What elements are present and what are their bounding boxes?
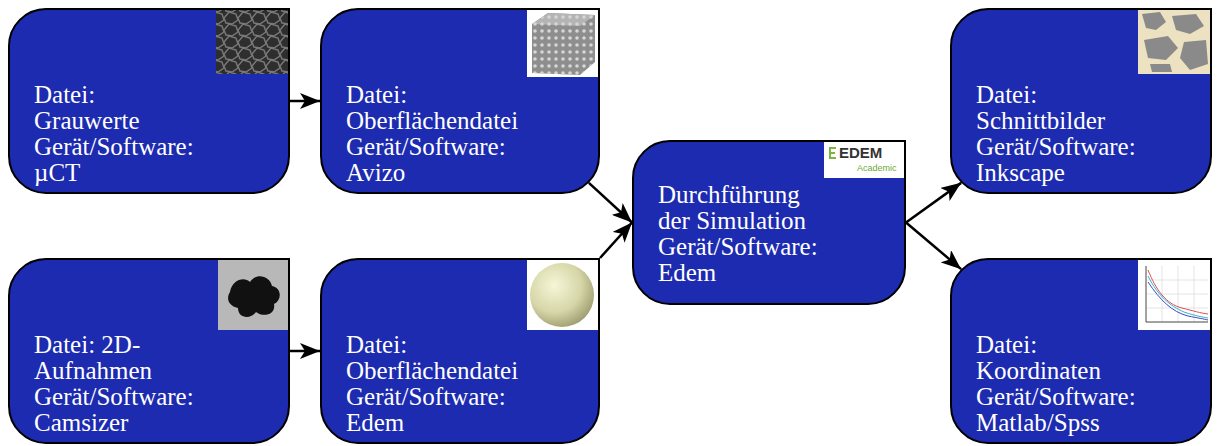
edem-logo	[824, 142, 904, 178]
porous-cube-pores	[532, 13, 595, 75]
process-box: Datei: SchnittbilderGerät/Software: Inks…	[950, 8, 1212, 194]
plot-curve	[1148, 276, 1208, 318]
logo-ground	[824, 142, 904, 178]
box-text: Datei: 2D-Aufnahmen	[34, 332, 152, 384]
box-text: Gerät/Software: Edem	[658, 234, 828, 286]
process-box: Datei: GrauwerteGerät/Software: µCT	[8, 8, 290, 194]
process-box: Datei: OberflächendateiGerät/Software: E…	[320, 258, 600, 444]
section-shape	[1180, 40, 1208, 70]
flow-arrow	[589, 183, 632, 223]
ct-image-thumbnail	[216, 10, 288, 74]
thumbnail-ground	[1138, 260, 1210, 330]
box-text: Gerät/Software: Matlab/Spss	[976, 384, 1136, 436]
box-text: Gerät/Software: µCT	[34, 134, 194, 186]
particle-silhouette	[228, 276, 280, 317]
particle-image-thumbnail	[218, 260, 288, 330]
section-shape	[1142, 12, 1166, 30]
surface-model-thumbnail	[527, 10, 598, 77]
flow-arrow	[290, 350, 320, 353]
sphere	[530, 263, 594, 327]
box-text: Gerät/Software: Camsizer	[34, 384, 194, 436]
plot-thumbnail	[1138, 260, 1210, 330]
plot-axes	[1146, 266, 1208, 322]
sphere-thumbnail	[527, 260, 598, 330]
thumbnail-ground	[527, 10, 598, 77]
process-box: Datei: 2D-AufnahmenGerät/Software: Camsi…	[8, 258, 290, 444]
flow-arrow	[906, 223, 961, 270]
box-text: Datei: Oberflächendatei	[346, 82, 518, 134]
porous-cube-top	[532, 13, 595, 26]
section-shape	[1150, 64, 1172, 72]
flow-arrow	[600, 223, 632, 259]
box-text: Datei: Schnittbilder	[976, 82, 1105, 134]
box-text: Datei: Koordinaten	[976, 332, 1101, 384]
plot-curve	[1148, 270, 1208, 314]
thumbnail-ground	[1138, 10, 1210, 74]
box-text: Gerät/Software: Inkscape	[976, 134, 1136, 186]
box-text: Gerät/Software: Avizo	[346, 134, 506, 186]
logo-mark	[829, 147, 836, 159]
porous-cube	[532, 13, 595, 75]
plot-curve	[1148, 282, 1208, 320]
thumbnail-ground	[218, 260, 288, 330]
section-shape	[1144, 36, 1178, 60]
ct-image	[216, 10, 288, 74]
flow-arrow	[906, 183, 961, 223]
box-text: Gerät/Software: Edem	[346, 384, 506, 436]
plot-grid	[1146, 266, 1208, 322]
box-text: Datei: Grauwerte	[34, 82, 139, 134]
logo-text: Academic	[857, 164, 897, 173]
process-box: Datei: OberflächendateiGerät/Software: A…	[320, 8, 600, 194]
logo-text: EDEM	[839, 145, 882, 160]
process-box: Datei: KoordinatenGerät/Software: Matlab…	[950, 258, 1212, 444]
flow-arrow	[290, 100, 320, 103]
thumbnail-ground	[527, 260, 598, 330]
ct-image-cells	[216, 10, 288, 74]
section-shape	[1172, 14, 1204, 34]
box-text: Durchführung der Simulation	[658, 182, 828, 234]
section-image-thumbnail	[1138, 10, 1210, 74]
box-text: Datei: Oberflächendatei	[346, 332, 518, 384]
